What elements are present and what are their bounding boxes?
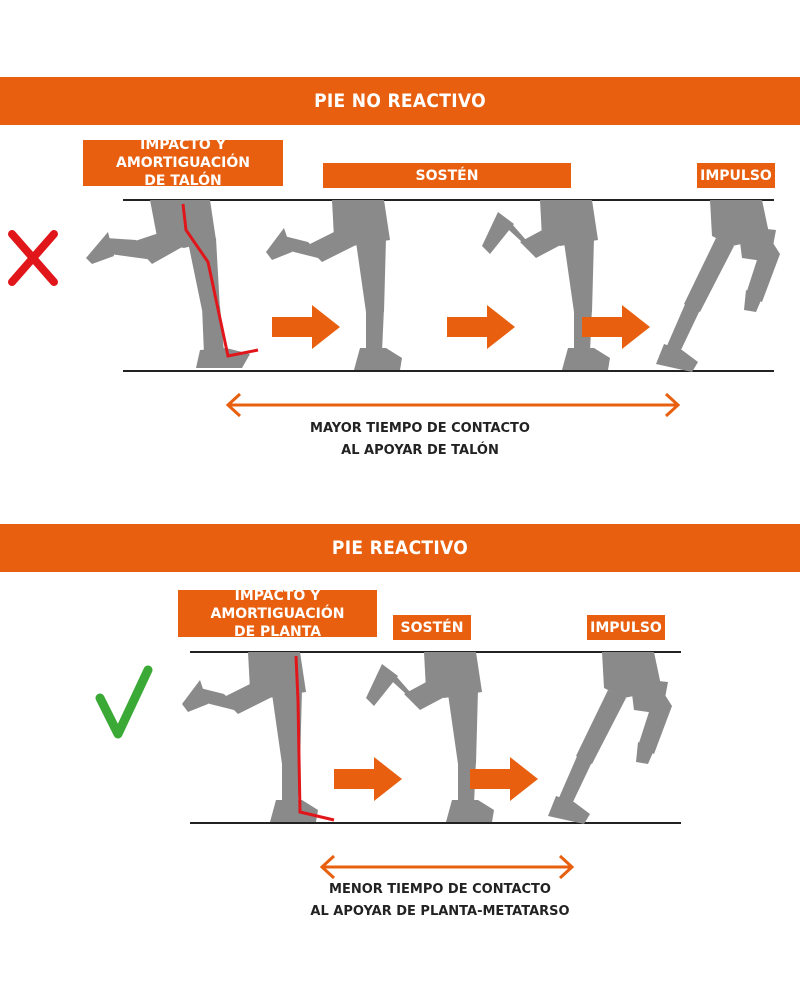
progress-arrow [582, 305, 650, 349]
runner-support-2 [482, 200, 610, 370]
cross-icon [8, 230, 58, 286]
caption-line2: AL APOYAR DE PLANTA-METATARSO [310, 904, 570, 919]
caption-line2: AL APOYAR DE TALÓN [341, 443, 499, 458]
caption-line1: MAYOR TIEMPO DE CONTACTO [310, 421, 530, 436]
contact-time-caption: MAYOR TIEMPO DE CONTACTO AL APOYAR DE TA… [300, 418, 540, 462]
phase-label-impacto-talon: IMPACTO Y AMORTIGUACIÓN DE TALÓN [83, 137, 283, 189]
top-guide-line [123, 199, 774, 201]
phase-label-impulso: IMPULSO [697, 163, 775, 188]
phase-label-line1: IMPACTO Y AMORTIGUACIÓN [210, 587, 345, 622]
check-icon [95, 665, 153, 739]
contact-time-double-arrow [225, 392, 681, 418]
phase-label-line1: IMPACTO Y AMORTIGUACIÓN [116, 137, 250, 171]
progress-arrow [470, 757, 538, 801]
runner-pushoff [656, 200, 780, 372]
progress-arrow [447, 305, 515, 349]
section-title-no-reactivo: PIE NO REACTIVO [0, 77, 800, 125]
phase-label-sosten: SOSTÉN [323, 163, 571, 188]
progress-arrow [334, 757, 402, 801]
heel-alignment-line [181, 203, 259, 358]
caption-line1: MENOR TIEMPO DE CONTACTO [329, 882, 551, 897]
phase-label-impulso: IMPULSO [587, 615, 665, 640]
ground-line [190, 822, 681, 824]
phase-label-line2: DE PLANTA [233, 623, 322, 640]
phase-label-sosten: SOSTÉN [393, 615, 471, 640]
contact-time-double-arrow [319, 854, 575, 880]
progress-arrow [272, 305, 340, 349]
ground-line [123, 370, 774, 372]
forefoot-alignment-line [294, 655, 335, 822]
runner-support-1 [266, 200, 402, 370]
section-title-reactivo: PIE REACTIVO [0, 524, 800, 572]
phase-label-line2: DE TALÓN [144, 173, 222, 189]
runner-support [366, 652, 494, 822]
contact-time-caption: MENOR TIEMPO DE CONTACTO AL APOYAR DE PL… [280, 879, 600, 923]
runner-pushoff [548, 652, 672, 824]
phase-label-impacto-planta: IMPACTO Y AMORTIGUACIÓN DE PLANTA [178, 587, 377, 640]
